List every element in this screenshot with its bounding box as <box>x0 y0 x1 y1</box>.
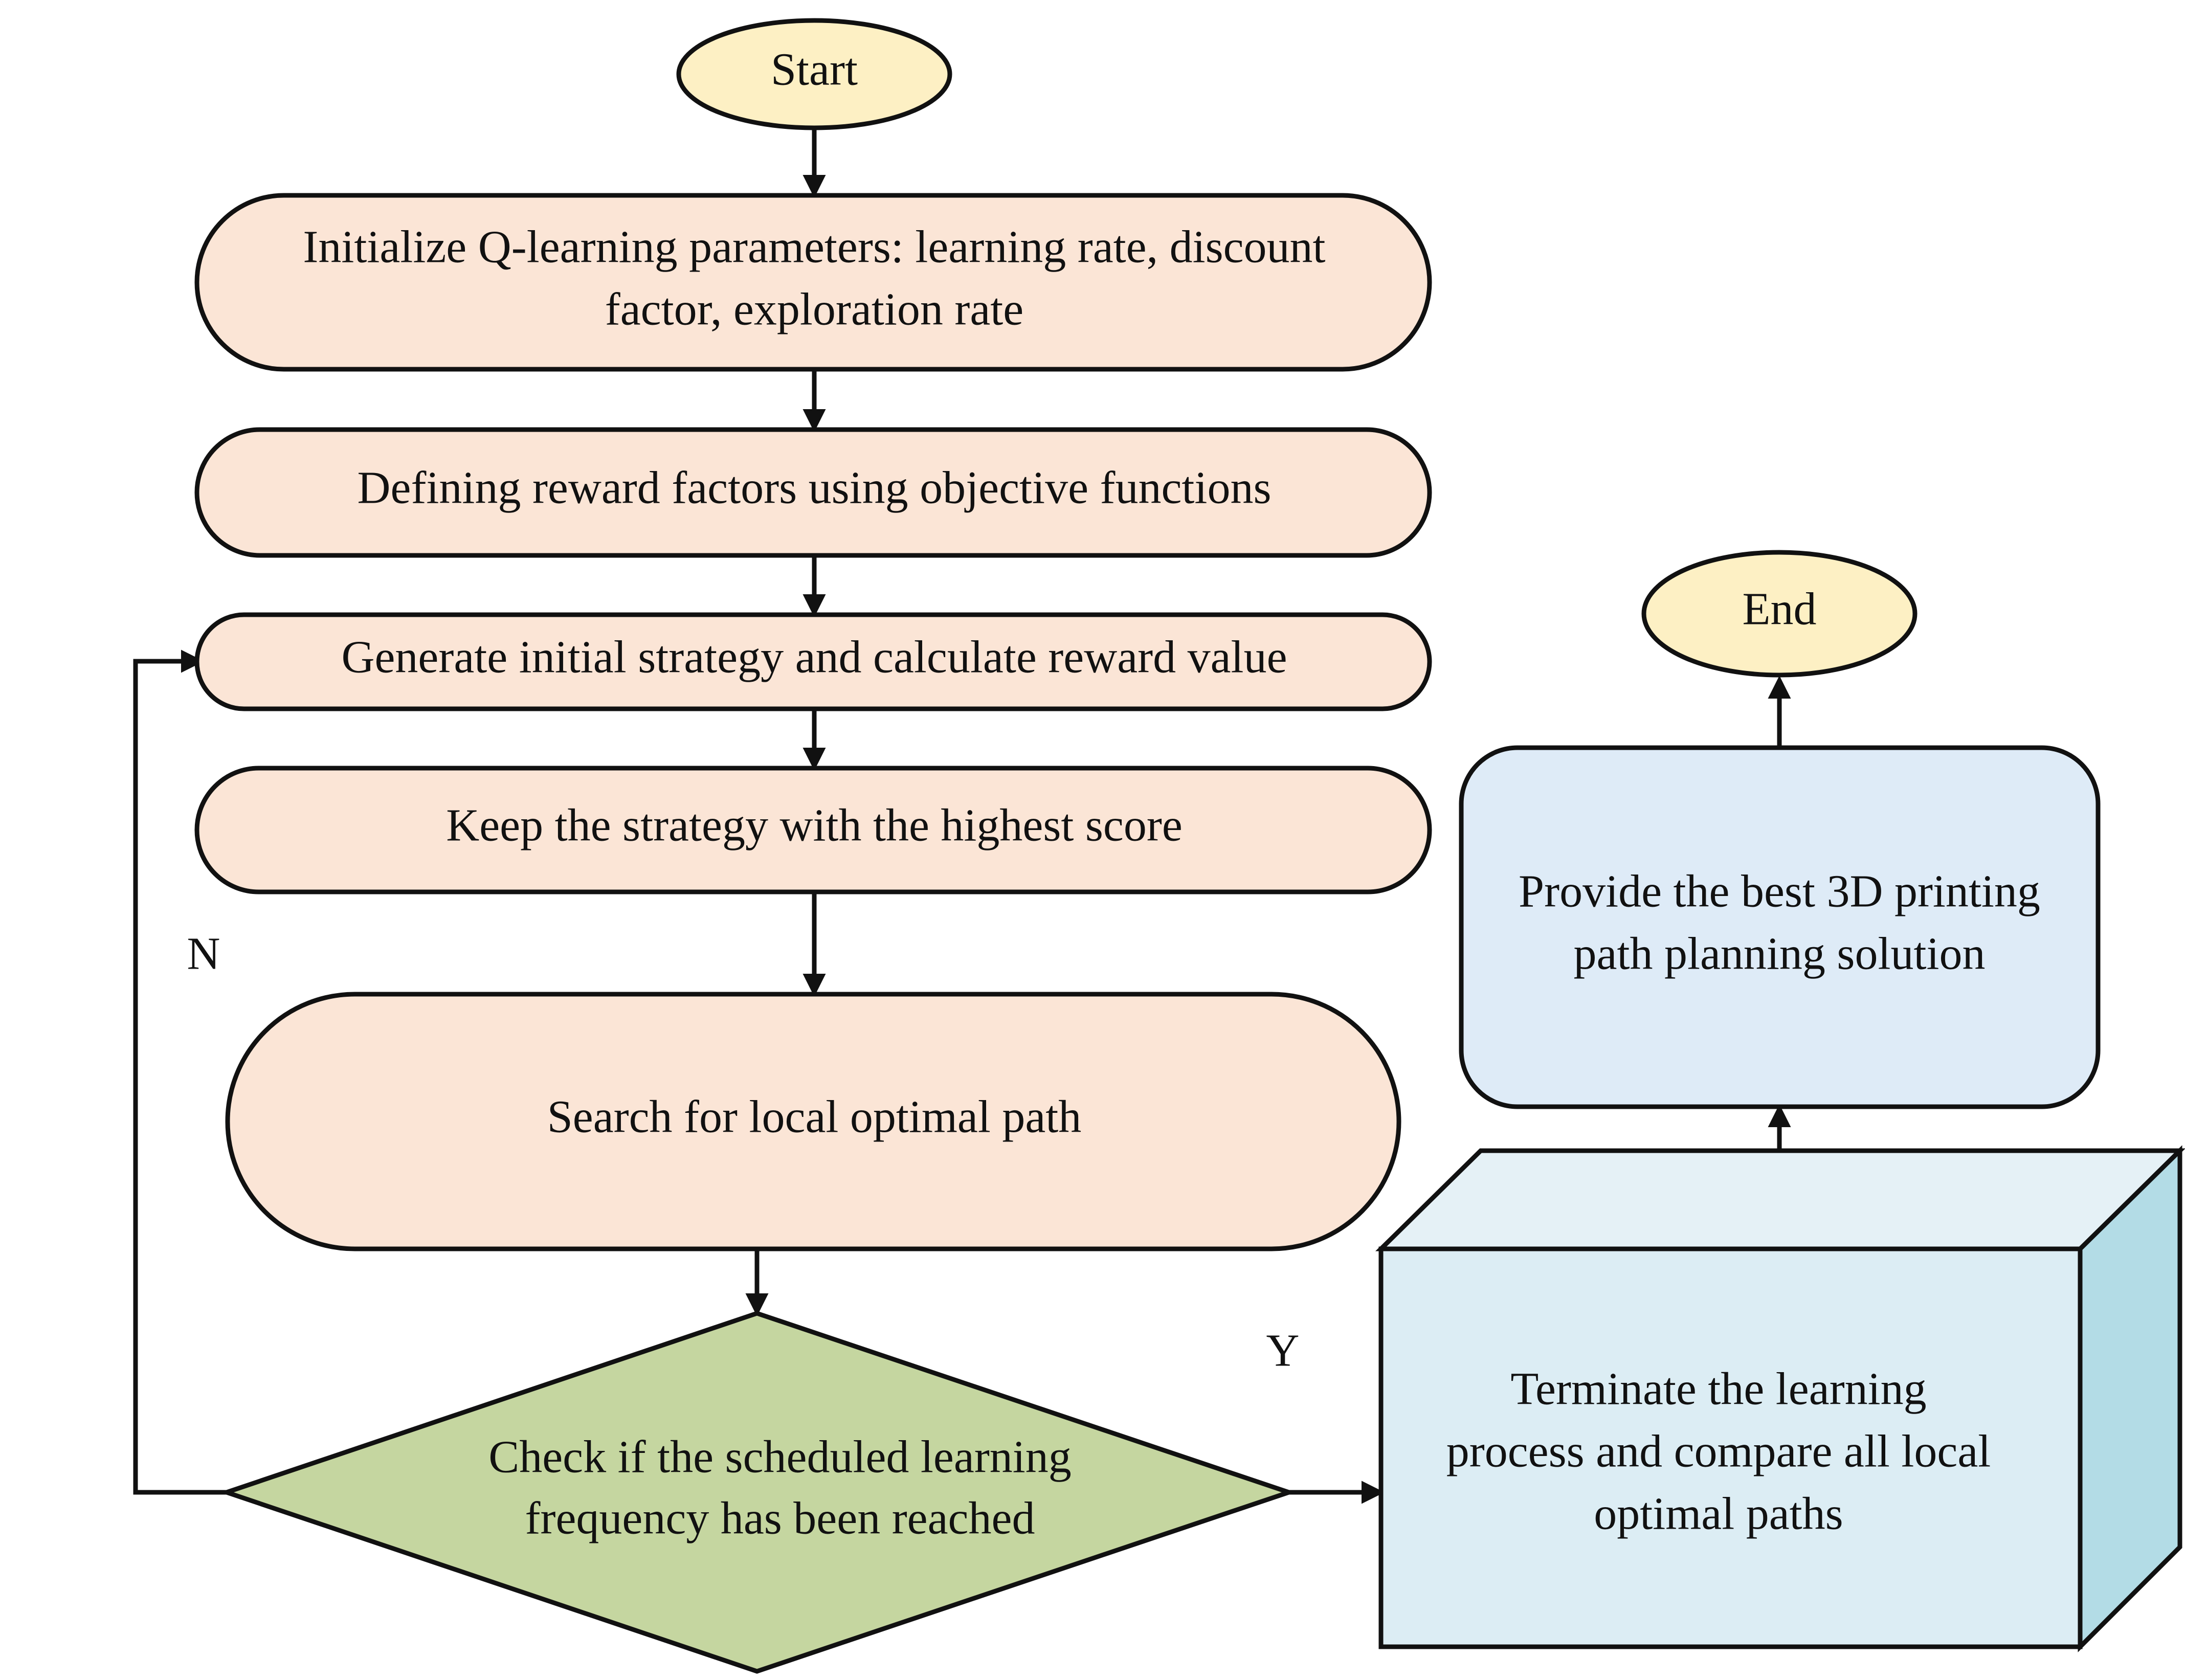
keep-label: Keep the strategy with the highest score <box>446 800 1183 851</box>
reward-process-shape <box>194 427 1432 558</box>
start-node: Start <box>676 18 952 130</box>
terminate-label-line-2: process and compare all local <box>1446 1426 1991 1477</box>
terminate-box-front <box>1378 1246 2083 1649</box>
search-node: Search for local optimal path <box>225 992 1401 1251</box>
end-terminal-shape <box>1641 550 1918 678</box>
edge-label-yes: Y <box>1266 1326 1300 1376</box>
terminate-node: Terminate the learning process and compa… <box>1375 1145 2185 1652</box>
generate-process-shape <box>194 612 1432 711</box>
init-process-shape <box>194 193 1432 372</box>
reward-node: Defining reward factors using objective … <box>194 427 1432 558</box>
edge-label-no: N <box>187 929 220 979</box>
init-label-line-2: factor, exploration rate <box>605 284 1023 335</box>
edge-check-no-loop <box>133 649 227 1495</box>
generate-node: Generate initial strategy and calculate … <box>194 612 1432 711</box>
terminate-box-top <box>1375 1148 2185 1251</box>
end-label: End <box>1743 584 1817 635</box>
search-label: Search for local optimal path <box>547 1092 1082 1143</box>
search-process-shape <box>225 992 1401 1251</box>
keep-node: Keep the strategy with the highest score <box>194 766 1432 894</box>
init-node: Initialize Q-learning parameters: learni… <box>194 193 1432 372</box>
provide-node: Provide the best 3D printing path planni… <box>1459 745 2101 1109</box>
terminate-label-line-3: optimal paths <box>1594 1489 1843 1539</box>
start-label: Start <box>771 44 858 95</box>
check-label-line-1: Check if the scheduled learning <box>488 1432 1072 1483</box>
check-node: Check if the scheduled learning frequenc… <box>219 1311 1297 1674</box>
end-node: End <box>1641 550 1918 678</box>
check-label-line-2: frequency has been reached <box>525 1493 1035 1544</box>
start-terminal-shape <box>676 18 952 130</box>
check-decision-shape <box>219 1311 1297 1674</box>
keep-process-shape <box>194 766 1432 894</box>
reward-label: Defining reward factors using objective … <box>358 463 1272 513</box>
terminate-label-line-1: Terminate the learning <box>1510 1364 1926 1415</box>
provide-label-line-2: path planning solution <box>1574 929 1986 979</box>
provide-result-shape <box>1459 745 2101 1109</box>
generate-label: Generate initial strategy and calculate … <box>341 632 1287 683</box>
provide-label-line-1: Provide the best 3D printing <box>1519 866 2040 917</box>
init-label-line-1: Initialize Q-learning parameters: learni… <box>303 222 1325 273</box>
